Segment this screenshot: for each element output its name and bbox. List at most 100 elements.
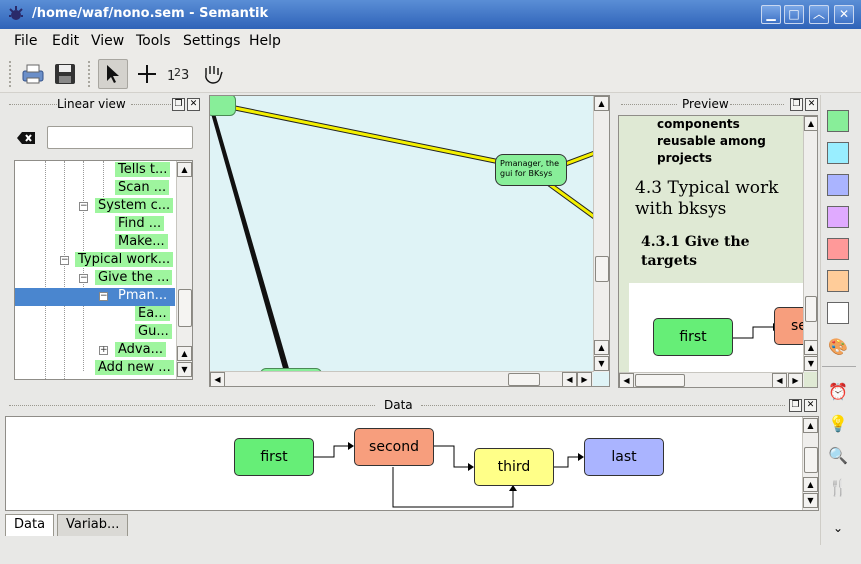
- float-dock-icon[interactable]: ❐: [790, 98, 803, 111]
- tree-item[interactable]: System c...: [95, 198, 175, 216]
- tree-item[interactable]: Ea...: [135, 306, 175, 324]
- scroll-thumb[interactable]: [508, 373, 540, 386]
- shade-icon[interactable]: ︿: [809, 5, 829, 24]
- float-dock-icon[interactable]: ❐: [172, 98, 185, 111]
- canvas-node-pmanager[interactable]: Pmanager, the gui for BKsys: [495, 154, 567, 186]
- tree-item[interactable]: Typical work...: [75, 252, 175, 270]
- more-chevron-icon[interactable]: ⌄: [832, 521, 844, 535]
- data-diagram-pane[interactable]: first second third last ▲ ▲ ▼: [5, 416, 819, 511]
- search-input[interactable]: [47, 126, 193, 149]
- color-swatch-green[interactable]: [827, 110, 849, 132]
- fork-knife-icon[interactable]: 🍴: [828, 477, 848, 497]
- collapse-icon[interactable]: −: [79, 273, 88, 283]
- scroll-thumb[interactable]: [804, 447, 818, 473]
- scroll-up-icon[interactable]: ▲: [177, 162, 192, 177]
- magnifier-icon[interactable]: 🔍: [828, 445, 848, 465]
- data-box-last[interactable]: last: [584, 438, 664, 476]
- dock-grip-right[interactable]: [421, 405, 785, 408]
- menu-edit[interactable]: Edit: [52, 33, 80, 49]
- dock-grip-left[interactable]: [9, 405, 375, 408]
- color-swatch-cyan[interactable]: [827, 142, 849, 164]
- canvas-node-root[interactable]: [210, 96, 236, 116]
- mind-map-canvas[interactable]: Pmanager, the gui for BKsys ▲ ▲ ▼ ◀ ◀ ▶: [209, 95, 610, 387]
- menu-tools[interactable]: Tools: [136, 33, 171, 49]
- close-dock-icon[interactable]: ✕: [805, 98, 818, 111]
- scroll-up-icon[interactable]: ▲: [594, 340, 609, 355]
- light-bulb-icon[interactable]: 💡: [828, 413, 848, 433]
- tree-item[interactable]: Add new ...: [95, 360, 175, 378]
- data-box-third[interactable]: third: [474, 448, 554, 486]
- tree-item[interactable]: Give the ...: [95, 270, 175, 288]
- scroll-up-icon[interactable]: ▲: [803, 418, 818, 433]
- scroll-down-icon[interactable]: ▼: [594, 356, 609, 371]
- scroll-up-icon[interactable]: ▲: [594, 96, 609, 111]
- dock-grip-left[interactable]: [9, 104, 57, 107]
- scroll-up-icon[interactable]: ▲: [803, 477, 818, 492]
- close-dock-icon[interactable]: ✕: [804, 399, 817, 412]
- menu-file[interactable]: File: [14, 33, 38, 49]
- dock-grip-right[interactable]: [730, 104, 784, 107]
- scroll-thumb[interactable]: [595, 256, 609, 282]
- link-mode-button[interactable]: [132, 59, 162, 89]
- data-box-second[interactable]: second: [354, 428, 434, 466]
- collapse-icon[interactable]: −: [79, 201, 88, 211]
- preview-hscrollbar[interactable]: ◀ ◀ ▶: [619, 372, 804, 387]
- scroll-left-icon[interactable]: ◀: [619, 373, 634, 387]
- scroll-thumb[interactable]: [805, 296, 817, 322]
- dock-grip-left[interactable]: [621, 104, 677, 107]
- float-dock-icon[interactable]: ❐: [789, 399, 802, 412]
- tree-scrollbar[interactable]: ▲ ▲ ▼: [176, 161, 192, 379]
- color-swatch-white[interactable]: [827, 302, 849, 324]
- scroll-up-icon[interactable]: ▲: [804, 116, 817, 131]
- expand-icon[interactable]: +: [99, 345, 108, 355]
- scroll-down-icon[interactable]: ▼: [177, 362, 192, 377]
- color-swatch-blue[interactable]: [827, 174, 849, 196]
- canvas-hscrollbar[interactable]: ◀ ◀ ▶: [210, 371, 593, 386]
- tree-item[interactable]: Scan ...: [115, 180, 175, 198]
- close-window-icon[interactable]: ✕: [834, 5, 854, 24]
- scroll-right-icon[interactable]: ▶: [577, 372, 592, 386]
- linear-view-tree[interactable]: Tells t... Scan ... − System c... Find .…: [14, 160, 193, 380]
- scroll-left-icon[interactable]: ◀: [562, 372, 577, 386]
- close-dock-icon[interactable]: ✕: [187, 98, 200, 111]
- menu-help[interactable]: Help: [249, 33, 281, 49]
- tree-item[interactable]: Adva...: [115, 342, 175, 360]
- scroll-thumb[interactable]: [635, 374, 685, 387]
- scroll-left-icon[interactable]: ◀: [772, 373, 787, 387]
- collapse-icon[interactable]: −: [99, 291, 108, 301]
- tab-data[interactable]: Data: [5, 514, 55, 536]
- alarm-clock-icon[interactable]: ⏰: [828, 381, 848, 401]
- color-swatch-purple[interactable]: [827, 206, 849, 228]
- tree-item[interactable]: Gu...: [135, 324, 175, 342]
- collapse-icon[interactable]: −: [60, 255, 69, 265]
- canvas-vscrollbar[interactable]: ▲ ▲ ▼: [593, 96, 609, 372]
- scroll-down-icon[interactable]: ▼: [803, 493, 818, 508]
- data-vscrollbar[interactable]: ▲ ▲ ▼: [802, 417, 818, 510]
- scroll-down-icon[interactable]: ▼: [804, 356, 817, 371]
- toolbar-grip[interactable]: [9, 61, 13, 87]
- clear-search-icon[interactable]: [16, 130, 36, 146]
- tree-item[interactable]: Make...: [115, 234, 175, 252]
- tree-item-selected[interactable]: − Pman...: [15, 288, 175, 306]
- scroll-up-icon[interactable]: ▲: [804, 340, 817, 355]
- scroll-up-icon[interactable]: ▲: [177, 346, 192, 361]
- preview-pane[interactable]: components reusable among projects 4.3 T…: [618, 115, 818, 388]
- menu-settings[interactable]: Settings: [183, 33, 241, 49]
- select-mode-button[interactable]: [98, 59, 128, 89]
- save-button[interactable]: [50, 59, 80, 89]
- palette-icon[interactable]: 🎨: [828, 336, 848, 356]
- preview-vscrollbar[interactable]: ▲ ▲ ▼: [803, 116, 817, 372]
- maximize-icon[interactable]: □: [784, 5, 804, 24]
- tree-item[interactable]: Find ...: [115, 216, 175, 234]
- print-button[interactable]: [18, 59, 48, 89]
- scroll-left-icon[interactable]: ◀: [210, 372, 225, 386]
- menu-view[interactable]: View: [91, 33, 125, 49]
- minimize-icon[interactable]: ▁: [761, 5, 781, 24]
- tree-item[interactable]: Tells t...: [115, 162, 175, 180]
- data-box-first[interactable]: first: [234, 438, 314, 476]
- tab-variables[interactable]: Variab...: [57, 514, 129, 536]
- color-swatch-orange[interactable]: [827, 270, 849, 292]
- scroll-right-icon[interactable]: ▶: [788, 373, 803, 387]
- scroll-mode-button[interactable]: [198, 59, 228, 89]
